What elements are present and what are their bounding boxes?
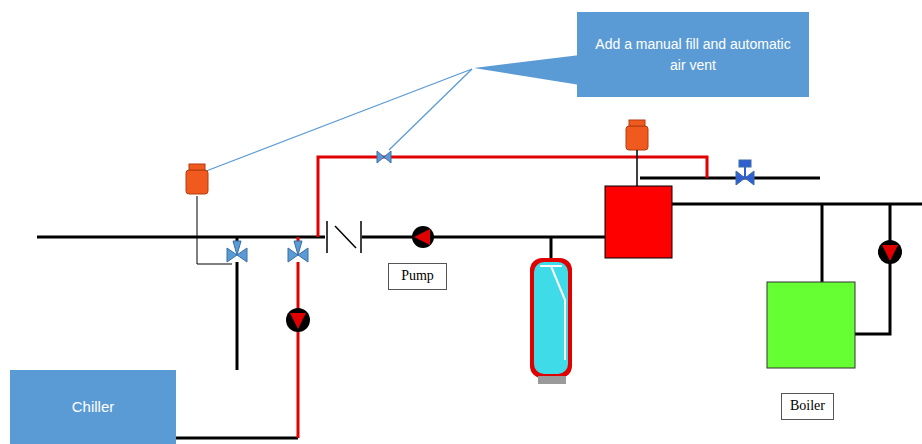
black-pipe — [236, 262, 239, 370]
callout-box-text: Add a manual fill and automatic air vent — [591, 34, 795, 75]
black-pipe — [672, 203, 922, 206]
air-vent — [186, 120, 648, 194]
air-vent — [629, 120, 645, 126]
boiler-unit — [767, 282, 855, 368]
valve-symbol — [294, 241, 302, 255]
boiler-label: Boiler — [781, 393, 834, 420]
black-pipe — [37, 236, 325, 239]
chiller-box: Chiller — [10, 370, 176, 444]
black-pipe — [640, 177, 820, 180]
air-vent — [186, 170, 208, 194]
callout-pointer — [474, 55, 580, 85]
pump-label-text: Pump — [401, 266, 434, 286]
pump-symbol — [412, 226, 434, 248]
pump-symbol — [290, 313, 306, 329]
air-vent-pipe — [636, 150, 638, 186]
pump-label: Pump — [388, 263, 447, 290]
check-valve — [326, 221, 328, 253]
red-pipe — [298, 157, 707, 438]
black-pipe — [176, 437, 298, 440]
boiler-unit — [767, 282, 855, 368]
callout-box: Add a manual fill and automatic air vent — [577, 12, 809, 97]
pump-symbol — [414, 229, 430, 245]
red-pipe — [297, 262, 300, 438]
valve-symbol — [377, 151, 391, 163]
air-vent — [626, 126, 648, 150]
air-vent — [189, 164, 205, 170]
callout-pointer — [474, 55, 580, 85]
check-valve — [327, 221, 361, 253]
boiler-label-text: Boiler — [790, 396, 825, 416]
black-pipe — [855, 204, 890, 334]
air-vent-pipe — [636, 150, 638, 186]
buffer-tank — [605, 186, 672, 258]
check-valve — [360, 221, 362, 253]
buffer-tank — [605, 186, 672, 258]
valve-symbol — [227, 151, 754, 262]
black-pipe — [550, 237, 553, 258]
leader-line — [389, 69, 472, 150]
expansion-vessel — [538, 376, 566, 384]
expansion-vessel — [530, 258, 572, 378]
valve-symbol — [744, 166, 746, 178]
check-valve — [335, 226, 356, 248]
black-pipe — [362, 236, 605, 239]
valve-symbol — [739, 160, 751, 167]
expansion-vessel — [551, 266, 565, 360]
pump-symbol — [882, 245, 898, 261]
valve-symbol — [233, 241, 241, 255]
pump-symbol — [286, 226, 902, 332]
pump-symbol — [878, 240, 902, 264]
expansion-vessel — [530, 258, 572, 384]
expansion-vessel — [534, 262, 568, 374]
pump-symbol — [286, 308, 310, 332]
black-pipe — [821, 204, 824, 282]
chiller-box-text: Chiller — [72, 396, 115, 418]
